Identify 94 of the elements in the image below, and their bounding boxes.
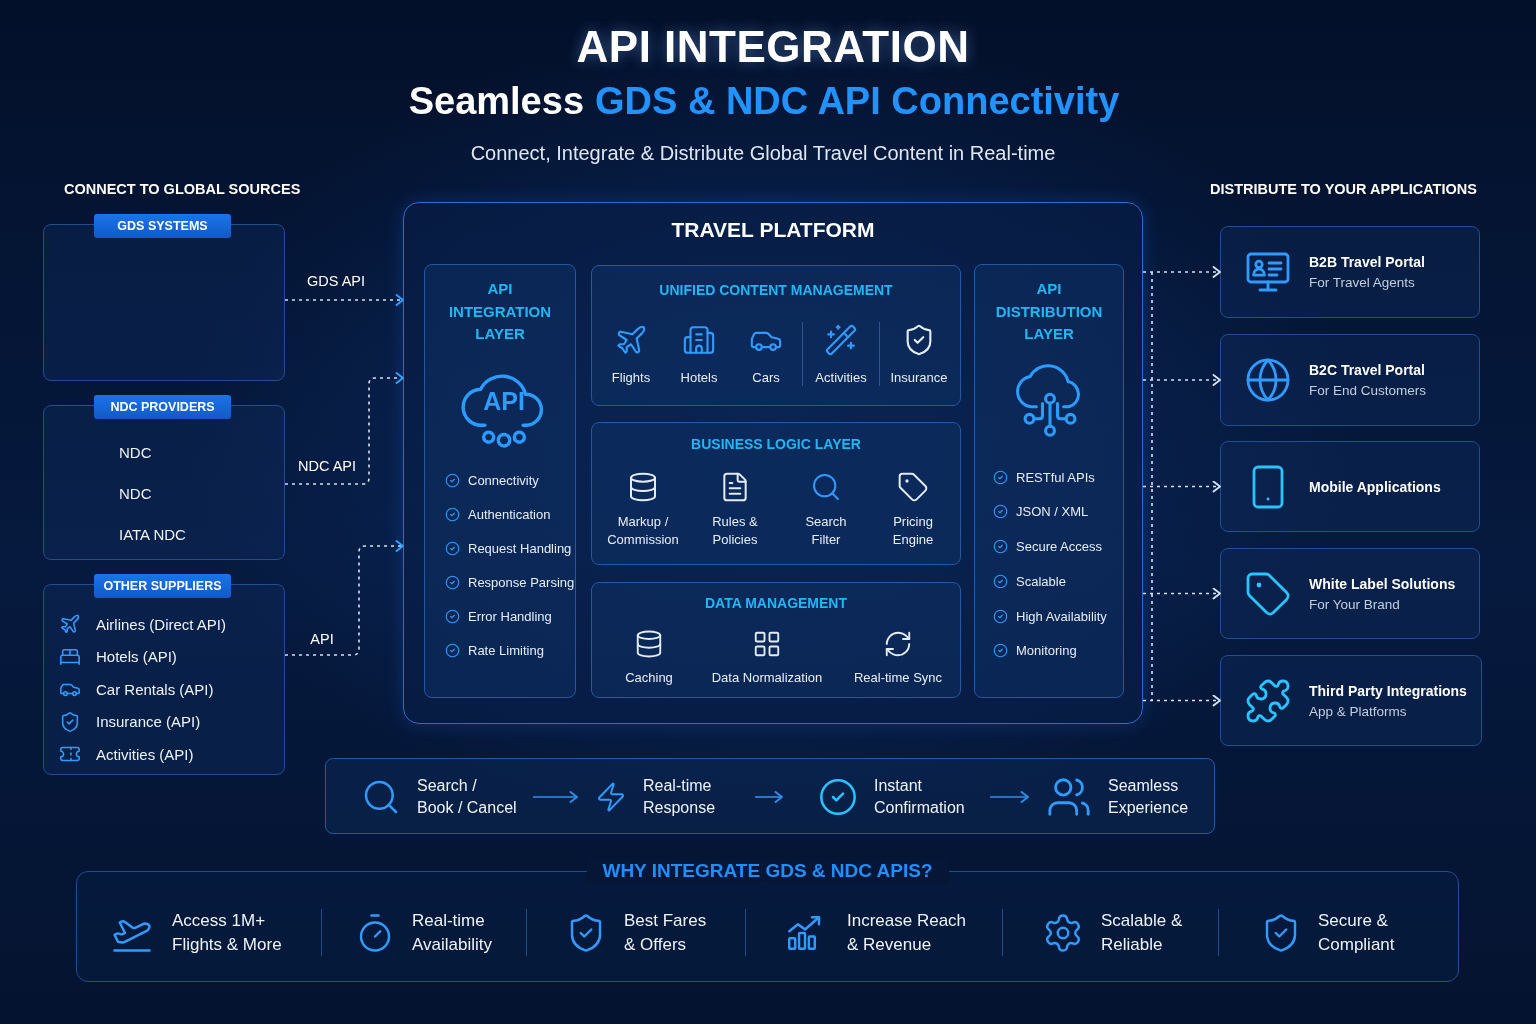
card-title: B2B Travel Portal xyxy=(1309,254,1425,270)
supplier-label: IATA NDC xyxy=(119,525,186,543)
dashed-arrow xyxy=(284,540,404,656)
benefit-label: Access 1M+ Flights & More xyxy=(172,910,283,956)
step-label: Instant Confirmation xyxy=(874,776,966,818)
category-label: Hotels xyxy=(680,369,718,387)
card-title: White Label Solutions xyxy=(1309,575,1456,592)
tagline: Connect, Integrate & Distribute Global Travel Content in Real-time xyxy=(470,142,1056,165)
card-title: Mobile Applications xyxy=(1309,478,1441,495)
supplier-label: Hotels (API) xyxy=(96,648,177,665)
dashed-arrow xyxy=(1142,266,1221,278)
layer-heading: API DISTRIBUTION LAYER xyxy=(994,279,1104,344)
feature-label: Error Handling xyxy=(468,609,552,625)
benefit-label: Increase Reach & Revenue xyxy=(847,910,968,956)
arrow xyxy=(532,791,578,803)
edge-label: NDC API xyxy=(298,458,356,474)
application-card xyxy=(1220,441,1480,532)
dashed-arrow xyxy=(284,294,404,306)
section-heading: UNIFIED CONTENT MANAGEMENT xyxy=(659,281,893,299)
section-panel xyxy=(591,422,961,565)
arrow xyxy=(754,791,783,803)
edge-label: API xyxy=(310,631,334,647)
cloud-label: API xyxy=(483,386,525,416)
supplier-label: Insurance (API) xyxy=(96,713,201,730)
category-label: Markup / Commission xyxy=(606,513,680,549)
panel-heading: NDC PROVIDERS xyxy=(94,395,231,419)
card-subtitle: For Your Brand xyxy=(1309,596,1401,612)
section-label: CONNECT TO GLOBAL SOURCES xyxy=(64,181,301,197)
card-subtitle: For Travel Agents xyxy=(1309,275,1416,290)
benefit-label: Secure & Compliant xyxy=(1318,910,1396,956)
section-panel xyxy=(591,582,961,698)
step-label: Real-time Response xyxy=(643,776,717,818)
platform-title: TRAVEL PLATFORM xyxy=(671,218,875,242)
dashed-arrow xyxy=(1142,374,1221,386)
dashed-arrow xyxy=(1142,694,1221,707)
application-card xyxy=(1220,548,1480,639)
benefit-label: Best Fares & Offers xyxy=(624,910,708,956)
arrow xyxy=(989,791,1029,803)
section-heading: BUSINESS LOGIC LAYER xyxy=(691,435,861,453)
feature-label: High Availability xyxy=(1016,608,1107,624)
feature-label: Request Handling xyxy=(468,540,572,556)
supplier-label: Car Rentals (API) xyxy=(96,680,214,698)
category-label: Activities xyxy=(815,369,867,387)
card-subtitle: App & Platforms xyxy=(1309,703,1408,719)
section-heading: DATA MANAGEMENT xyxy=(704,594,848,612)
dashed-arrow xyxy=(1142,480,1221,493)
card-title: B2C Travel Portal xyxy=(1309,362,1426,378)
category-label: Data Normalization xyxy=(711,669,823,687)
layer-panel xyxy=(424,264,576,698)
category-label: Pricing Engine xyxy=(891,513,935,549)
subtitle: GDS & NDC API Connectivity xyxy=(595,80,1120,123)
dashed-arrow xyxy=(284,372,404,485)
feature-label: Response Parsing xyxy=(468,575,575,591)
feature-label: Rate Limiting xyxy=(468,643,544,659)
connector-trunk xyxy=(1151,271,1153,702)
category-label: Caching xyxy=(625,669,673,687)
benefit-label: Real-time Availability xyxy=(412,910,493,956)
supplier-label: NDC xyxy=(119,484,152,502)
supplier-label: Airlines (Direct API) xyxy=(96,615,227,633)
card-title: Third Party Integrations xyxy=(1309,682,1467,699)
application-card xyxy=(1220,655,1482,746)
feature-label: JSON / XML xyxy=(1016,504,1089,520)
category-label: Real-time Sync xyxy=(853,669,943,687)
application-card xyxy=(1220,226,1480,318)
feature-label: Connectivity xyxy=(468,472,539,488)
benefit-label: Scalable & Reliable xyxy=(1101,910,1184,956)
section-label: DISTRIBUTE TO YOUR APPLICATIONS xyxy=(1210,181,1477,197)
layer-panel xyxy=(974,264,1124,698)
dashed-arrow xyxy=(1142,587,1221,600)
category-label: Flights xyxy=(611,369,651,387)
step-label: Search / Book / Cancel xyxy=(417,776,517,818)
subtitle: Seamless xyxy=(408,80,584,123)
feature-label: RESTful APIs xyxy=(1016,469,1095,485)
category-label: Rules & Policies xyxy=(711,513,759,549)
category-label: Search Filter xyxy=(804,513,848,549)
card-subtitle: For End Customers xyxy=(1309,383,1427,398)
edge-label: GDS API xyxy=(307,273,365,289)
category-label: Insurance xyxy=(890,369,948,387)
category-label: Cars xyxy=(752,369,780,387)
feature-label: Secure Access xyxy=(1016,539,1102,555)
process-strip xyxy=(325,758,1215,834)
panel-heading: OTHER SUPPLIERS xyxy=(94,574,231,598)
main-title: API INTEGRATION xyxy=(576,22,970,72)
feature-label: Scalable xyxy=(1016,573,1066,589)
platform-panel xyxy=(403,202,1143,724)
supplier-label: Activities (API) xyxy=(96,745,194,763)
application-card xyxy=(1220,334,1480,426)
panel-heading: GDS SYSTEMS xyxy=(94,214,231,238)
feature-label: Monitoring xyxy=(1016,643,1077,659)
feature-label: Authentication xyxy=(468,506,551,522)
layer-heading: API INTEGRATION LAYER xyxy=(447,279,553,344)
step-label: Seamless Experience xyxy=(1108,776,1190,818)
supplier-label: NDC xyxy=(119,443,152,461)
section-panel xyxy=(591,265,961,406)
